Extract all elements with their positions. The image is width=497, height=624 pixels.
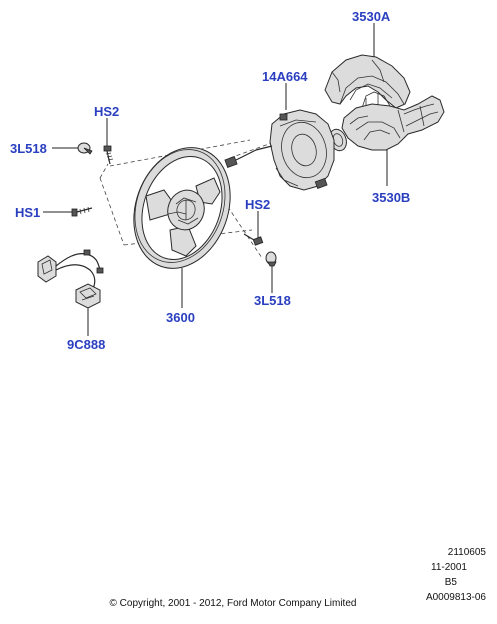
- label-hs1[interactable]: HS1: [15, 205, 41, 220]
- steering-wheel: [133, 147, 231, 269]
- drawing-reference: A0009813-06: [425, 592, 486, 603]
- bolt-hs1: [71, 206, 93, 217]
- label-3l518-right[interactable]: 3L518: [254, 293, 291, 308]
- bolt-upper-hs2: [103, 145, 114, 165]
- cap-left-3l518: [77, 142, 93, 155]
- label-14a664[interactable]: 14A664: [262, 69, 308, 84]
- label-hs2-right[interactable]: HS2: [245, 197, 271, 212]
- drawing-code: 2110605: [447, 547, 486, 558]
- wheel-switch-assembly: [37, 249, 104, 309]
- leader-lines: [43, 23, 388, 336]
- lower-shroud: [341, 95, 445, 151]
- label-hs2-upper[interactable]: HS2: [94, 104, 120, 119]
- label-3530b[interactable]: 3530B: [372, 190, 411, 205]
- drawing-revision: B5: [444, 577, 457, 588]
- clockspring: [224, 109, 335, 191]
- copyright-notice: © Copyright, 2001 - 2012, Ford Motor Com…: [109, 598, 357, 609]
- label-3530a[interactable]: 3530A: [352, 9, 391, 24]
- label-3l518-left[interactable]: 3L518: [10, 141, 47, 156]
- cap-right-3l518: [265, 251, 277, 267]
- label-9c888[interactable]: 9C888: [67, 337, 106, 352]
- bolt-right-hs2: [243, 233, 264, 246]
- label-3600[interactable]: 3600: [166, 310, 195, 325]
- drawing-date: 11-2001: [431, 562, 467, 573]
